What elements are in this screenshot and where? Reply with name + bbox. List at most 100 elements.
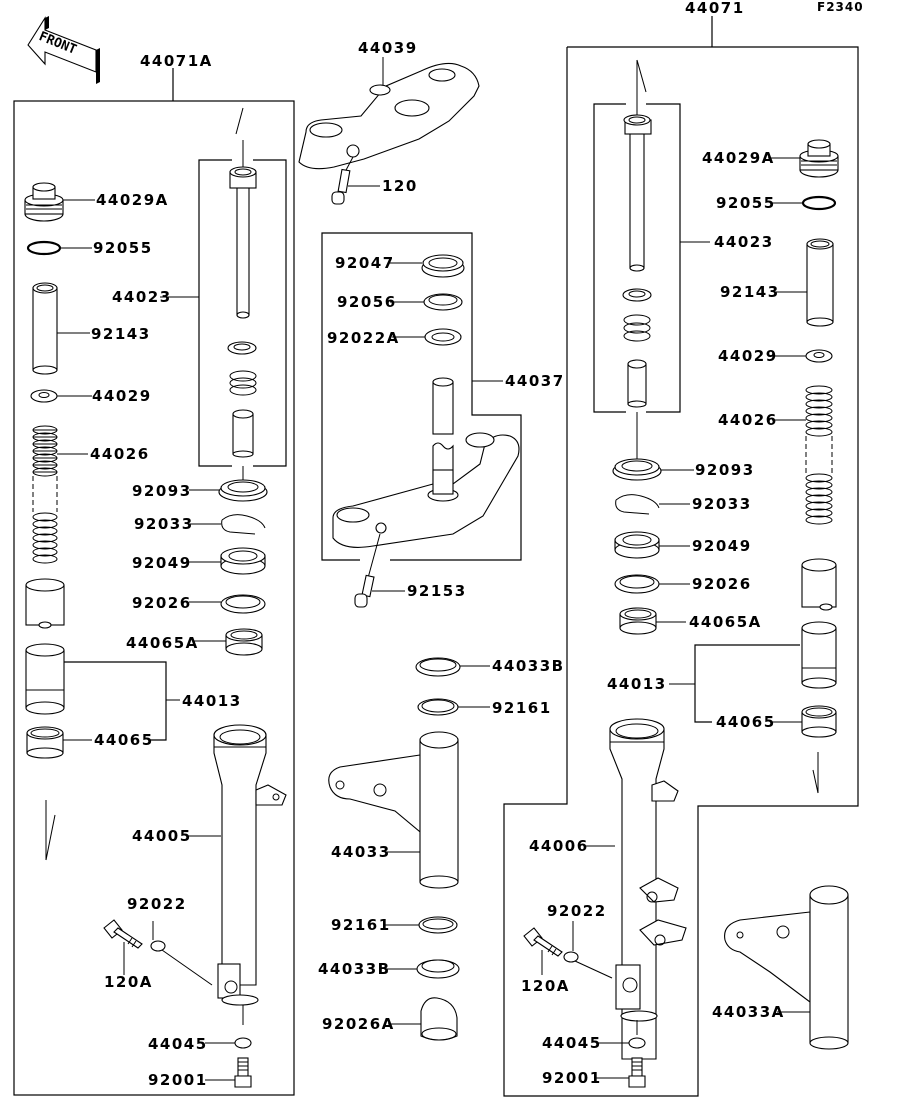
part-label-44005[interactable]: 44005 — [132, 827, 192, 845]
part-label-44013-right[interactable]: 44013 — [607, 675, 667, 693]
part-label-92055-right[interactable]: 92055 — [716, 194, 776, 212]
part-label-92056[interactable]: 92056 — [337, 293, 397, 311]
washer-icon — [563, 951, 579, 963]
part-label-92055[interactable]: 92055 — [93, 239, 153, 257]
damper-rod-icon — [622, 114, 652, 408]
fork-cap-bolt-icon — [799, 139, 839, 178]
part-label-44071[interactable]: 44071 — [685, 0, 745, 17]
part-label-92026[interactable]: 92026 — [132, 594, 192, 612]
part-label-92022-right[interactable]: 92022 — [547, 902, 607, 920]
part-label-92022[interactable]: 92022 — [127, 895, 187, 913]
part-label-44029[interactable]: 44029 — [92, 387, 152, 405]
right-assembly-frame — [503, 16, 859, 1097]
oil-seal-icon — [614, 531, 660, 559]
part-label-120A-right[interactable]: 120A — [521, 977, 570, 995]
part-label-44029-right[interactable]: 44029 — [718, 347, 778, 365]
part-label-92026A[interactable]: 92026A — [322, 1015, 395, 1033]
steering-stem-icon — [332, 377, 520, 548]
cylinder-part-icon — [25, 643, 65, 715]
part-label-92153[interactable]: 92153 — [407, 582, 467, 600]
cylinder-part-icon — [801, 621, 837, 689]
part-label-44045[interactable]: 44045 — [148, 1035, 208, 1053]
part-label-92033-right[interactable]: 92033 — [692, 495, 752, 513]
part-label-120[interactable]: 120 — [382, 177, 418, 195]
drain-bolt-icon — [628, 1057, 646, 1088]
ring-icon — [418, 916, 458, 934]
part-label-44065A-right[interactable]: 44065A — [689, 613, 762, 631]
part-label-92161-top[interactable]: 92161 — [492, 699, 552, 717]
part-label-92001[interactable]: 92001 — [148, 1071, 208, 1089]
part-label-44033B-top[interactable]: 44033B — [492, 657, 565, 675]
washer-icon — [628, 1037, 646, 1049]
fork-spring-icon — [32, 425, 58, 564]
part-label-44033A[interactable]: 44033A — [712, 1003, 785, 1021]
part-label-44065-right[interactable]: 44065 — [716, 713, 776, 731]
center-stem-parts — [332, 254, 520, 608]
part-label-44045-right[interactable]: 44045 — [542, 1034, 602, 1052]
left-parts — [24, 166, 287, 1088]
part-label-44023[interactable]: 44023 — [112, 288, 172, 306]
part-label-44037[interactable]: 44037 — [505, 372, 565, 390]
clip-ring-icon — [221, 514, 266, 535]
part-label-92161-bottom[interactable]: 92161 — [331, 916, 391, 934]
part-label-92143[interactable]: 92143 — [91, 325, 151, 343]
part-label-44065A[interactable]: 44065A — [126, 634, 199, 652]
part-label-44026[interactable]: 44026 — [90, 445, 150, 463]
part-label-44013[interactable]: 44013 — [182, 692, 242, 710]
washer-icon — [30, 389, 58, 403]
part-label-44029A-right[interactable]: 44029A — [702, 149, 775, 167]
washer-icon — [234, 1037, 252, 1049]
headlight-bracket-icon — [724, 885, 849, 1050]
part-label-92022A[interactable]: 92022A — [327, 329, 400, 347]
part-label-92049[interactable]: 92049 — [132, 554, 192, 572]
part-label-92001-right[interactable]: 92001 — [542, 1069, 602, 1087]
cap-cover-icon — [420, 997, 458, 1041]
part-label-92093-right[interactable]: 92093 — [695, 461, 755, 479]
cylinder-part-icon — [801, 558, 837, 611]
bolt-icon — [331, 168, 351, 205]
cylinder-part-icon — [25, 578, 65, 629]
outer-fork-tube-icon — [213, 724, 287, 1006]
ring-icon — [415, 657, 461, 677]
outer-fork-tube-icon — [609, 718, 687, 1060]
part-label-92026-right[interactable]: 92026 — [692, 575, 752, 593]
part-label-44026-right[interactable]: 44026 — [718, 411, 778, 429]
part-label-44029A[interactable]: 44029A — [96, 191, 169, 209]
oil-seal-icon — [220, 547, 266, 575]
washer-icon — [150, 940, 166, 952]
part-label-44065[interactable]: 44065 — [94, 731, 154, 749]
part-label-44033B-bottom[interactable]: 44033B — [318, 960, 391, 978]
part-label-44039[interactable]: 44039 — [358, 39, 418, 57]
center-lower-parts — [328, 657, 490, 1041]
part-label-120A[interactable]: 120A — [104, 973, 153, 991]
part-label-44023-right[interactable]: 44023 — [714, 233, 774, 251]
bolt-icon — [523, 927, 563, 957]
bearing-icon — [423, 293, 463, 311]
part-label-44033[interactable]: 44033 — [331, 843, 391, 861]
part-label-44006[interactable]: 44006 — [529, 837, 589, 855]
washer-ring-icon — [220, 594, 266, 614]
headlight-bracket-icon — [328, 731, 459, 889]
bushing-icon — [619, 607, 657, 635]
part-label-92143-right[interactable]: 92143 — [720, 283, 780, 301]
bushing-icon — [801, 705, 837, 738]
ring-icon — [417, 698, 459, 716]
part-label-92049-right[interactable]: 92049 — [692, 537, 752, 555]
part-label-44071A[interactable]: 44071A — [140, 52, 213, 70]
fork-spring-icon — [805, 385, 833, 525]
left-assembly-frame — [13, 68, 295, 1096]
bolt-icon — [354, 574, 375, 608]
part-label-92033[interactable]: 92033 — [134, 515, 194, 533]
clip-ring-icon — [615, 494, 660, 515]
o-ring-icon — [801, 195, 837, 211]
spacer-tube-icon — [806, 238, 834, 327]
drain-bolt-icon — [234, 1057, 252, 1088]
upper-triple-clamp-icon — [298, 62, 480, 170]
fork-cap-bolt-icon — [24, 182, 64, 222]
ring-icon — [416, 959, 460, 979]
part-label-92093[interactable]: 92093 — [132, 482, 192, 500]
o-ring-icon — [26, 240, 62, 256]
part-label-92047[interactable]: 92047 — [335, 254, 395, 272]
